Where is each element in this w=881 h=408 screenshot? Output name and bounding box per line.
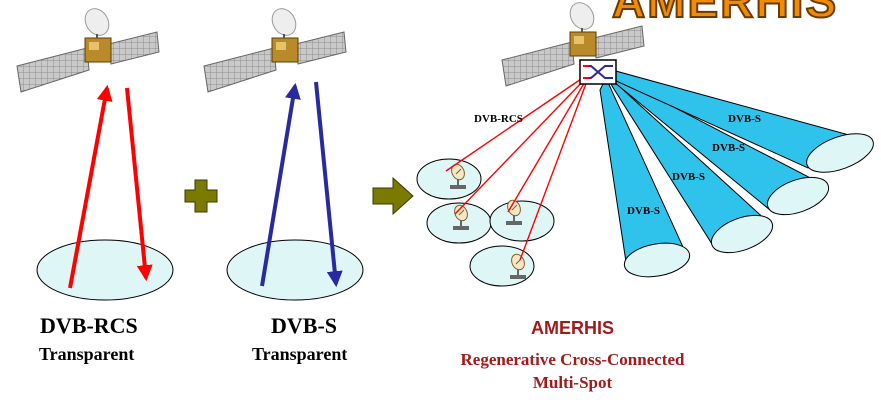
coverage-ellipse — [226, 239, 364, 301]
panel-dvb-s-title: DVB-S — [271, 313, 338, 338]
amerhis-subtitle-line2: Multi-Spot — [532, 373, 613, 392]
plus-icon — [184, 179, 218, 213]
satellite-icon — [203, 3, 347, 94]
amerhis-title: AMERHIS — [530, 318, 614, 338]
right-arrow-icon — [372, 176, 414, 216]
banner-title: AMERHIS — [611, 0, 839, 28]
uplink-arrow — [68, 84, 113, 289]
panel-amerhis — [416, 0, 874, 287]
coverage-ellipse — [36, 239, 174, 301]
uplink-label: DVB-RCS — [474, 113, 523, 125]
panel-dvb-rcs-title: DVB-RCS — [40, 313, 138, 338]
return-arrow — [125, 87, 153, 282]
panel-dvb-rcs — [16, 3, 174, 301]
uplink-spot — [416, 158, 482, 200]
panel-dvb-rcs-subtitle: Transparent — [39, 344, 135, 364]
beam-label: DVB-S — [712, 142, 746, 154]
dvb-rcs-uplinks — [445, 76, 588, 261]
satellite-icon — [16, 3, 160, 94]
uplink-arrow — [260, 82, 301, 287]
cross-connect-switch-icon — [579, 59, 617, 85]
panel-dvb-s-subtitle: Transparent — [252, 344, 348, 364]
beam-label: DVB-S — [672, 171, 706, 183]
amerhis-subtitle-line1: Regenerative Cross-Connected — [460, 350, 685, 369]
beam-label: DVB-S — [627, 205, 661, 217]
dvb-s-beams — [599, 69, 874, 278]
beam-label: DVB-S — [728, 113, 762, 125]
panel-dvb-s — [203, 3, 364, 301]
downlink-arrow — [314, 81, 343, 288]
